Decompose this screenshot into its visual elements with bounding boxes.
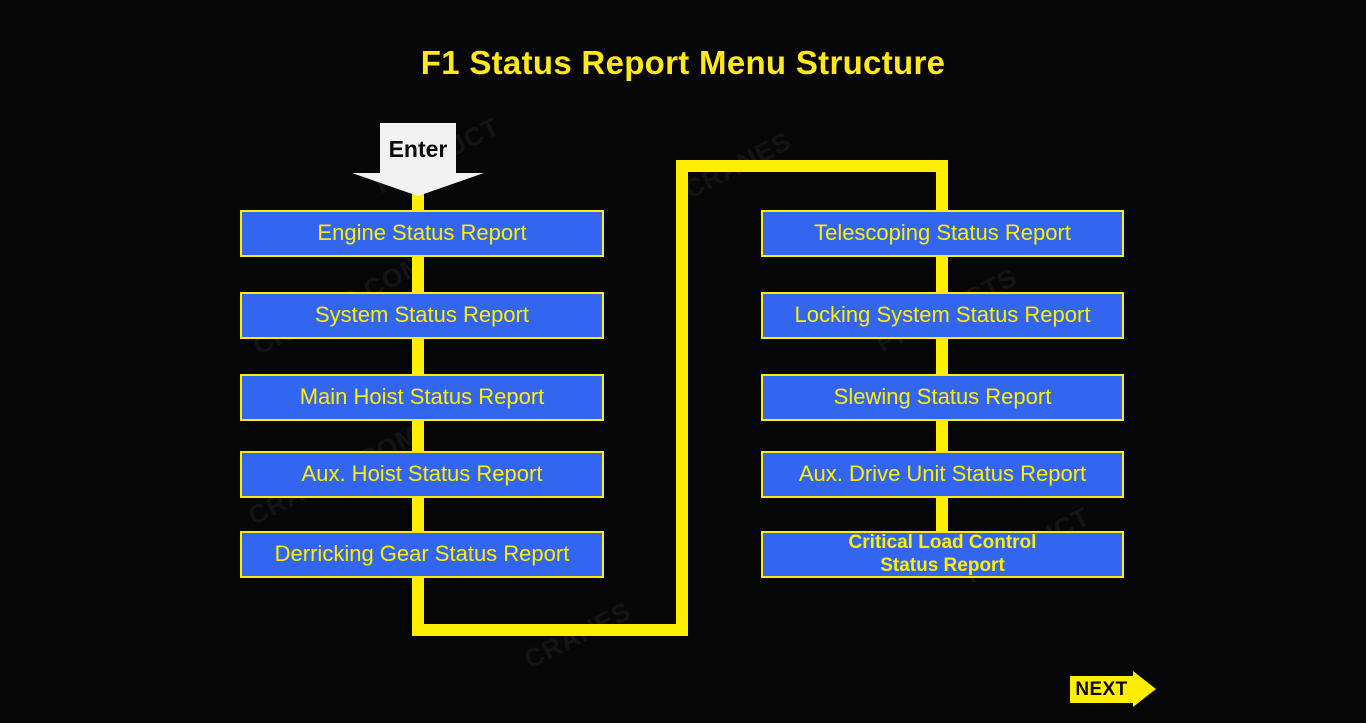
next-button-body (1070, 676, 1133, 703)
connector-bottom-rail (412, 624, 682, 636)
menu-box-aux-hoist-status-report[interactable]: Aux. Hoist Status Report (240, 451, 604, 498)
menu-box-slewing-status-report[interactable]: Slewing Status Report (761, 374, 1124, 421)
menu-box-label: Slewing Status Report (833, 384, 1052, 410)
menu-box-label: Locking System Status Report (794, 302, 1091, 328)
menu-box-label: Aux. Drive Unit Status Report (798, 461, 1087, 487)
menu-box-main-hoist-status-report[interactable]: Main Hoist Status Report (240, 374, 604, 421)
menu-box-aux-drive-unit-status-report[interactable]: Aux. Drive Unit Status Report (761, 451, 1124, 498)
enter-label: Enter (388, 136, 448, 162)
menu-box-critical-load-control-status-report[interactable]: Critical Load Control Status Report (761, 531, 1124, 578)
menu-box-system-status-report[interactable]: System Status Report (240, 292, 604, 339)
right-arrow-icon (1133, 671, 1156, 707)
page-title: F1 Status Report Menu Structure (420, 44, 946, 81)
enter-arrow-head-icon (352, 173, 484, 196)
next-button-label: NEXT (1075, 679, 1128, 700)
menu-box-engine-status-report[interactable]: Engine Status Report (240, 210, 604, 257)
menu-box-label: Telescoping Status Report (814, 220, 1071, 246)
connector-right-riser (676, 160, 688, 636)
connector-left-drop (412, 578, 424, 636)
menu-box-derricking-gear-status-report[interactable]: Derricking Gear Status Report (240, 531, 604, 578)
menu-box-label-line1: Critical Load Control (848, 532, 1037, 554)
menu-box-label: System Status Report (315, 302, 529, 328)
menu-box-label: Main Hoist Status Report (299, 384, 545, 410)
menu-box-label-line2: Status Report (880, 554, 1005, 576)
menu-box-label: Engine Status Report (317, 220, 527, 246)
connector-top-rail (676, 160, 942, 172)
menu-box-label: Aux. Hoist Status Report (301, 461, 543, 487)
menu-box-telescoping-status-report[interactable]: Telescoping Status Report (761, 210, 1124, 257)
enter-arrow-shaft (380, 123, 456, 173)
menu-box-locking-system-status-report[interactable]: Locking System Status Report (761, 292, 1124, 339)
menu-box-label: Derricking Gear Status Report (274, 541, 570, 567)
